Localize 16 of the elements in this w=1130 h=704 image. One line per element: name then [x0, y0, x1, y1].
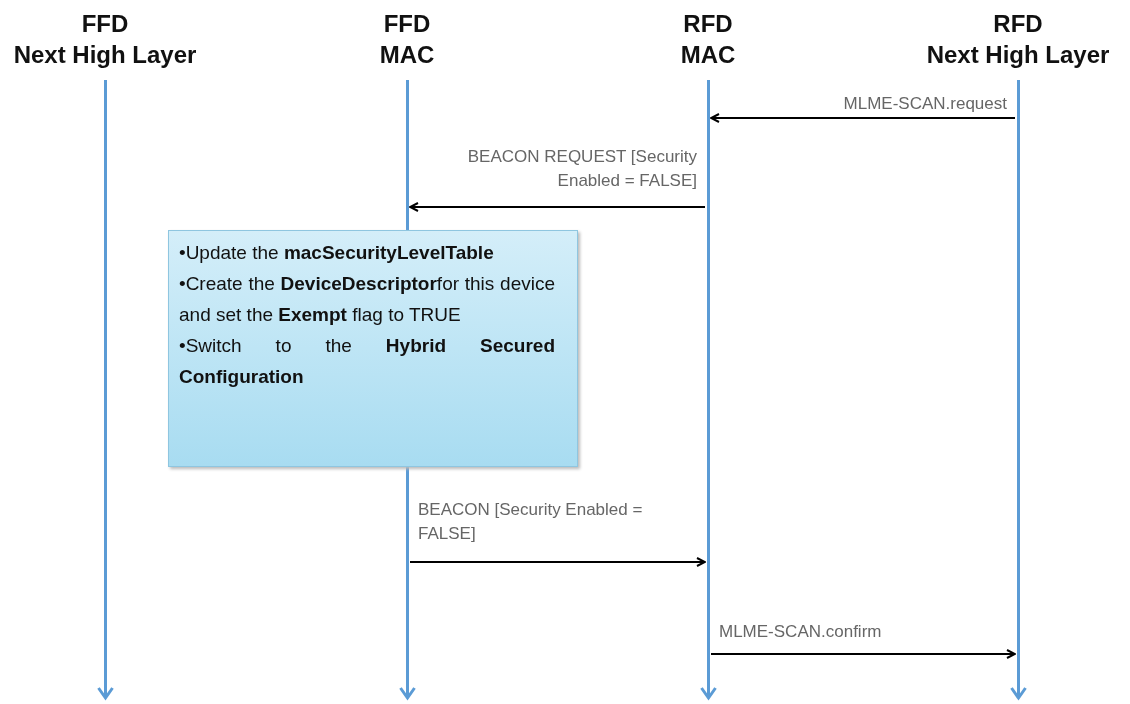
lifeline-header: Next High Layer [13, 40, 197, 70]
lifeline-header: RFD [993, 9, 1043, 39]
lifeline-header: Next High Layer [926, 40, 1110, 70]
note-box [168, 230, 578, 467]
message-arrow [409, 202, 706, 212]
lifeline-header: RFD [683, 9, 733, 39]
message-arrow [710, 113, 1016, 123]
message-arrow [710, 649, 1016, 659]
bullet-text: •Switch to the Hybrid Secured Configuration [179, 334, 555, 389]
lifeline-header: MAC [379, 40, 435, 70]
lifeline-header: FFD [81, 9, 129, 39]
bullet-text: •Update the macSecurityLevelTable [179, 241, 495, 265]
lifeline-header: MAC [680, 40, 736, 70]
bullet-text: •Create the DeviceDescriptorfor this device and set the Exempt flag to TRUE [179, 272, 555, 327]
lifeline-header: FFD [383, 9, 431, 39]
message-arrow [409, 557, 706, 567]
